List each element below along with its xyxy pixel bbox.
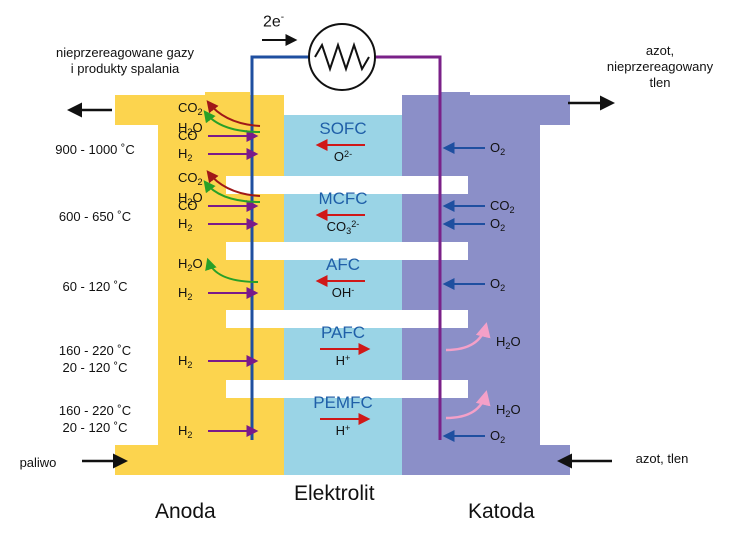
anode-wire: [250, 55, 310, 125]
cathode-title: Katoda: [468, 500, 535, 523]
anode-output-arrow: [206, 170, 261, 197]
cathode-output-label: H2O: [496, 334, 521, 351]
electrolyte-layer: [283, 115, 403, 475]
temp-mcfc: 600 - 650 ˚C: [58, 209, 132, 224]
electron-label: 2e-: [263, 12, 285, 31]
cathode-input-label: CO2: [490, 198, 515, 215]
ion-label: OH-: [332, 285, 355, 300]
anode-top-port: [115, 95, 185, 125]
cell-name-pemfc: PEMFC: [313, 393, 373, 412]
cell-name-sofc: SOFC: [319, 119, 366, 138]
anode-input-label: CO: [178, 128, 198, 143]
anode-input-label: CO: [178, 198, 198, 213]
cell-separator: [226, 380, 468, 398]
air-inlet-label: azot, tlen: [635, 451, 689, 466]
cell-separator: [226, 310, 468, 328]
cathode-wire: [375, 55, 442, 125]
anode-outlet-label: nieprzereagowane gazy i produkty spalani…: [55, 45, 195, 76]
ion-label: O2-: [334, 149, 352, 164]
cell-separator: [226, 242, 468, 260]
anode-output-label: H2O: [178, 256, 203, 273]
electrolyte-title: Elektrolit: [294, 482, 375, 505]
anode-output-label: CO2: [178, 100, 203, 117]
temp-sofc: 900 - 1000 ˚C: [55, 142, 135, 157]
anode-output-arrow: [205, 257, 259, 283]
anode-bottom-port: [115, 445, 185, 475]
anode-input-label: H2: [178, 423, 192, 440]
cathode-output-arrow: [445, 322, 491, 352]
anode-title: Anoda: [155, 500, 216, 523]
cell-name-pafc: PAFC: [321, 323, 365, 342]
cell-name-mcfc: MCFC: [318, 189, 367, 208]
cathode-output-arrow: [445, 390, 491, 420]
cathode-outlet-label: azot, nieprzereagowany tlen: [606, 43, 714, 90]
temp-afc: 60 - 120 ˚C: [62, 279, 128, 294]
anode-output-arrow: [203, 180, 261, 203]
fuel-inlet-label: paliwo: [19, 455, 57, 470]
cathode-input-label: O2: [490, 216, 505, 233]
anode-output-label: CO2: [178, 170, 203, 187]
resistor-icon: [314, 41, 370, 73]
anode-body: [158, 95, 284, 475]
anode-top-notch: [205, 92, 250, 114]
anode-output-label: H2O: [178, 120, 203, 137]
anode-output-arrow: [203, 110, 261, 133]
ion-label: H+: [336, 353, 351, 368]
cell-name-afc: AFC: [326, 255, 360, 274]
cathode-top-port: [520, 95, 570, 125]
cathode-input-label: O2: [490, 428, 505, 445]
anode-input-label: H2: [178, 216, 192, 233]
cell-separator: [226, 176, 468, 194]
cathode-input-label: O2: [490, 276, 505, 293]
anode-output-label: H2O: [178, 190, 203, 207]
cathode-input-label: O2: [490, 140, 505, 157]
anode-input-label: H2: [178, 353, 192, 370]
ion-label: H+: [336, 423, 351, 438]
cathode-top-notch: [440, 92, 470, 114]
anode-output-arrow: [206, 100, 261, 127]
anode-input-label: H2: [178, 285, 192, 302]
anode-input-label: H2: [178, 146, 192, 163]
cathode-output-label: H2O: [496, 402, 521, 419]
ion-label: CO32-: [327, 219, 360, 236]
